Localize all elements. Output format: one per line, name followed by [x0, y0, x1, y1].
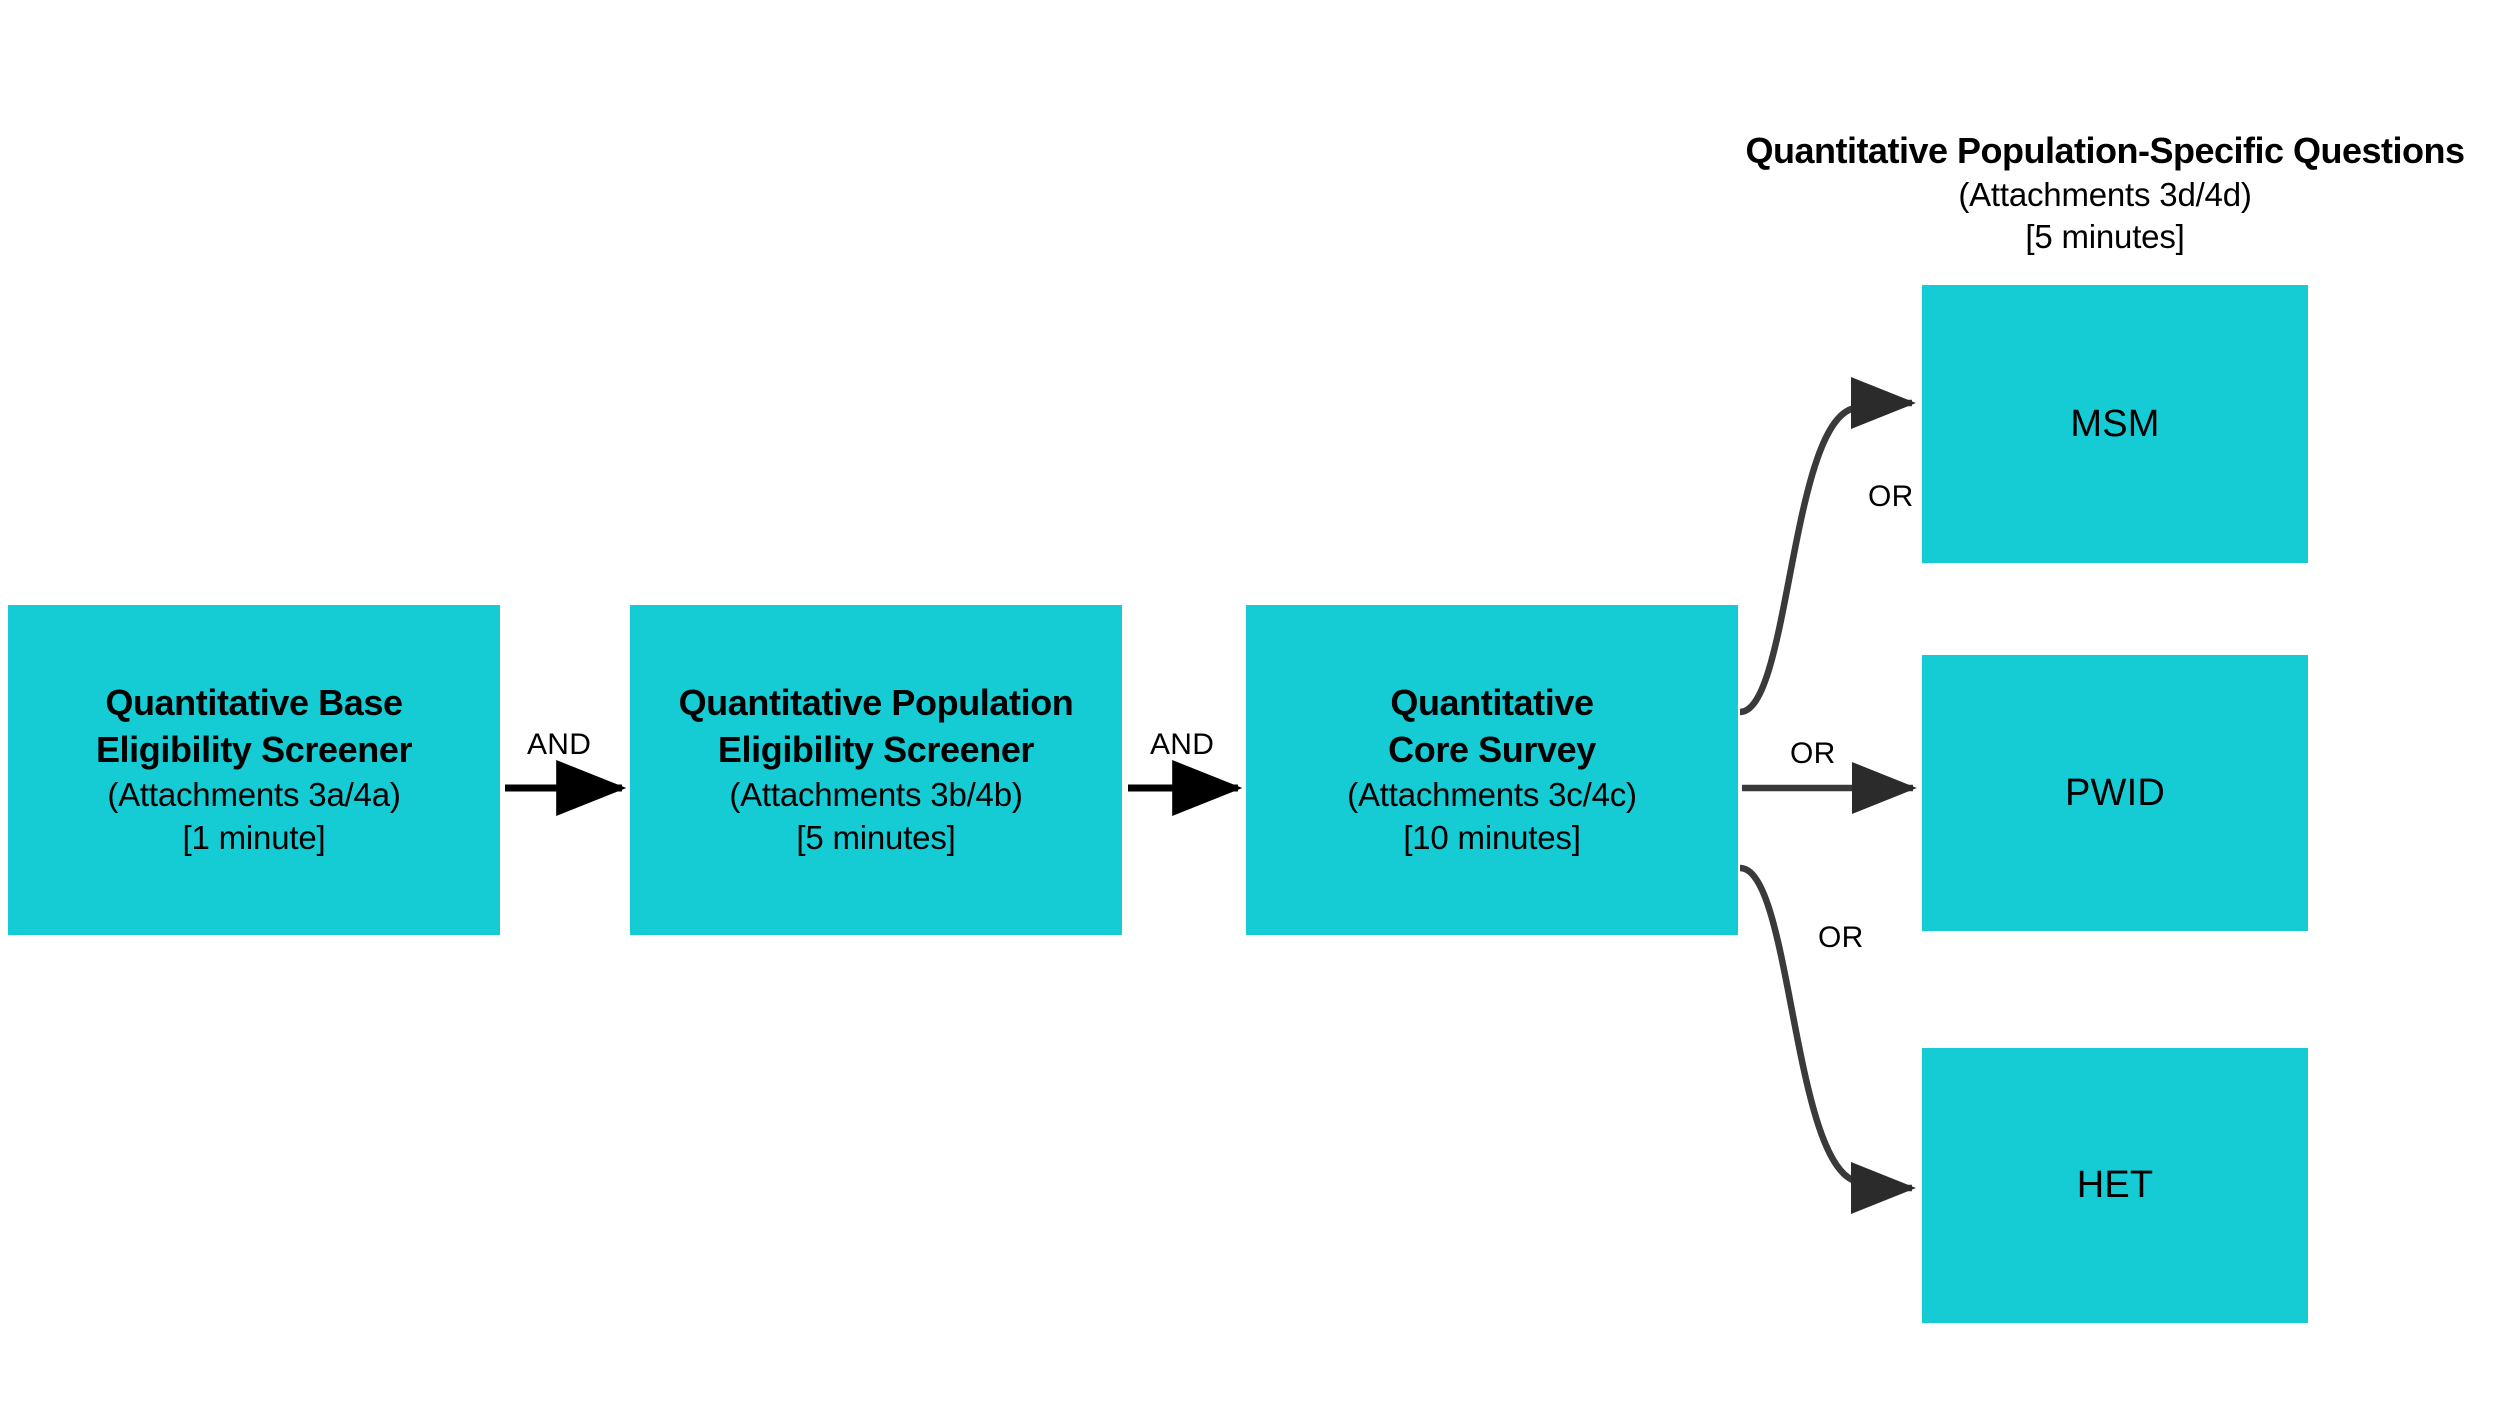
population-group-attachments: (Attachments 3d/4d) [1958, 176, 2252, 214]
edge-label-or-het: OR [1818, 921, 1864, 954]
node-title: Quantitative Base Eligibility Screener [95, 682, 413, 771]
node-duration: [10 minutes] [1403, 818, 1581, 856]
population-option-label: PWID [2064, 771, 2165, 814]
population-group-title: Quantitative Population-Specific Questio… [1745, 130, 2465, 171]
node-duration: [5 minutes] [796, 818, 956, 856]
population-option-pwid[interactable]: PWID [1922, 655, 2308, 931]
population-option-label: HET [2076, 1164, 2154, 1206]
edge-core-to-het [1739, 864, 1916, 1214]
population-option-msm[interactable]: MSM [1922, 285, 2308, 563]
node-attachments: (Attachments 3a/4a) [107, 775, 401, 813]
node-attachments: (Attachments 3c/4c) [1347, 775, 1637, 813]
node-attachments: (Attachments 3b/4b) [729, 775, 1023, 813]
node-core-survey[interactable]: Quantitative Core Survey (Attachments 3c… [1246, 605, 1738, 935]
population-option-het[interactable]: HET [1922, 1048, 2308, 1323]
edge-label-or-msm: OR [1868, 480, 1914, 513]
node-base-eligibility-screener[interactable]: Quantitative Base Eligibility Screener (… [8, 605, 500, 935]
node-title: Quantitative Population Eligibility Scre… [678, 682, 1074, 771]
population-option-label: MSM [2070, 402, 2160, 445]
node-duration: [1 minute] [182, 818, 326, 856]
edge-label-and-1: AND [527, 728, 592, 761]
edge-label-and-2: AND [1150, 728, 1215, 761]
node-population-eligibility-screener[interactable]: Quantitative Population Eligibility Scre… [630, 605, 1122, 935]
population-group-duration: [5 minutes] [2025, 218, 2185, 256]
edge-core-to-msm [1739, 377, 1916, 716]
population-group-header: Quantitative Population-Specific Questio… [1700, 128, 2500, 259]
node-title: Quantitative Core Survey [1388, 682, 1596, 771]
edge-label-or-pwid: OR [1790, 737, 1836, 770]
